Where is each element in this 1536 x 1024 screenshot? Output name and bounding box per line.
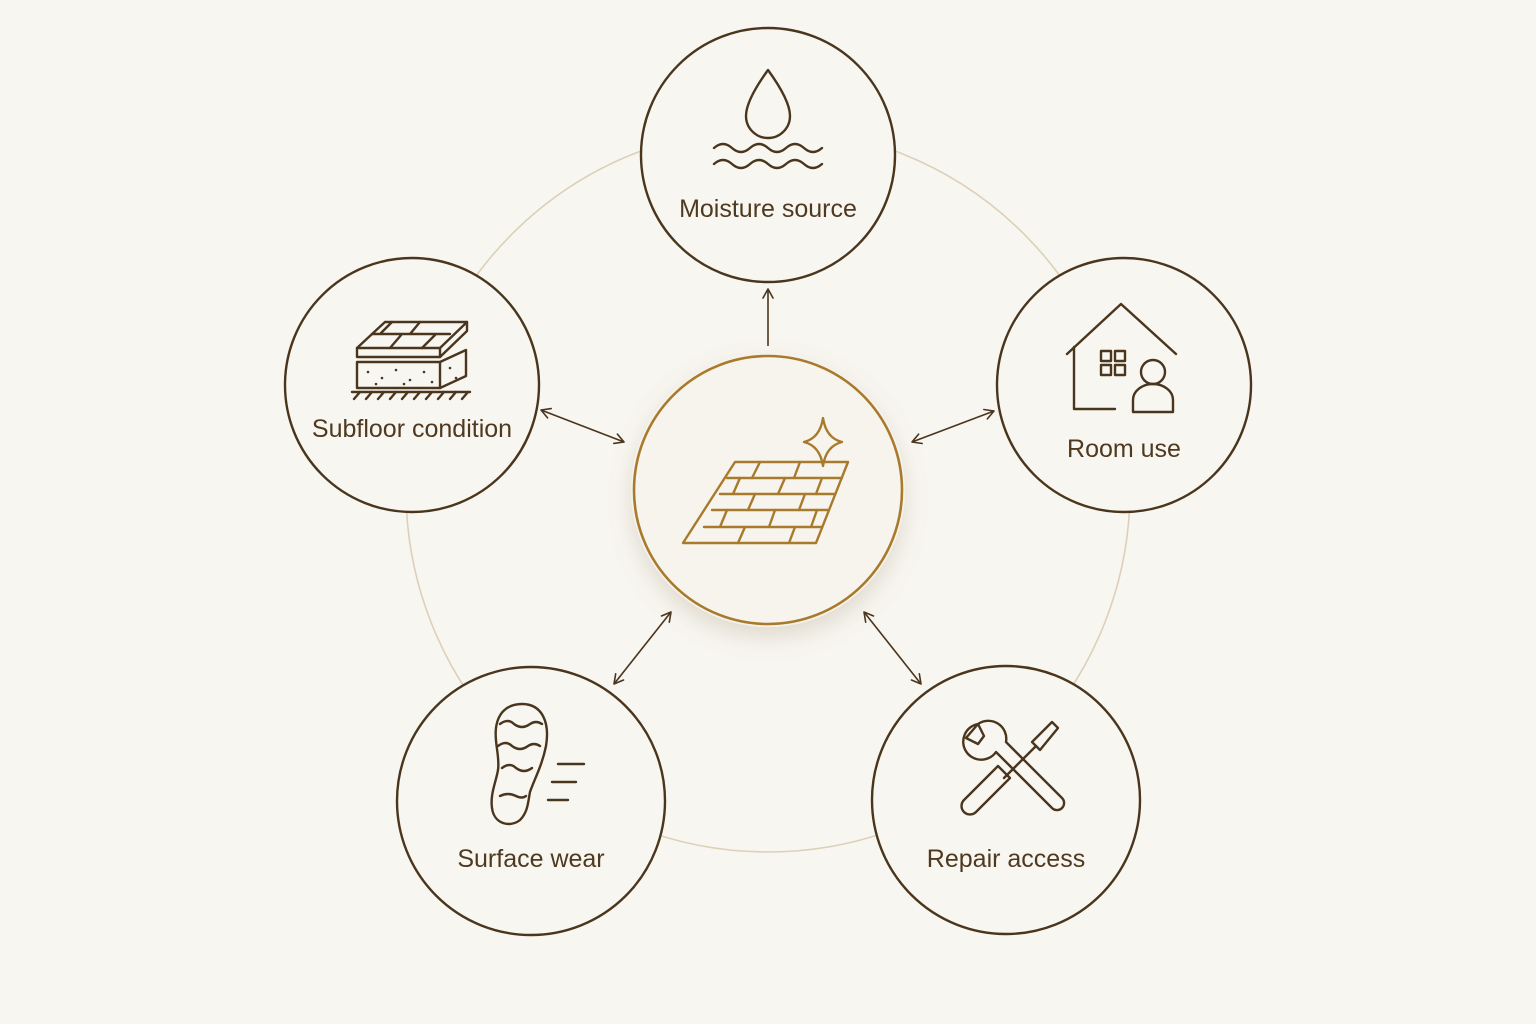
connector-subfloor xyxy=(540,407,625,445)
node-label-subfloor: Subfloor condition xyxy=(312,415,512,443)
node-room-use: Room use xyxy=(995,256,1253,514)
node-repair-access: Repair access xyxy=(870,664,1142,936)
house-person-icon xyxy=(1065,302,1178,414)
node-label-room: Room use xyxy=(1067,435,1181,463)
footprint-motion-icon xyxy=(490,702,586,826)
node-surface-wear: Surface wear xyxy=(395,665,667,937)
node-label-wear: Surface wear xyxy=(457,845,604,873)
floor-layers-icon xyxy=(350,320,472,401)
water-drop-waves-icon xyxy=(712,68,824,170)
connector-repair xyxy=(863,611,922,685)
connector-room xyxy=(911,408,995,445)
wrench-screwdriver-icon xyxy=(960,719,1066,816)
connector-wear xyxy=(613,611,672,685)
node-label-repair: Repair access xyxy=(927,845,1085,873)
wood-floor-sparkle-icon xyxy=(681,416,850,545)
center-node xyxy=(631,353,905,627)
node-moisture-source: Moisture source xyxy=(639,26,897,284)
node-label-moisture: Moisture source xyxy=(679,195,857,223)
node-subfloor-condition: Subfloor condition xyxy=(283,256,541,514)
